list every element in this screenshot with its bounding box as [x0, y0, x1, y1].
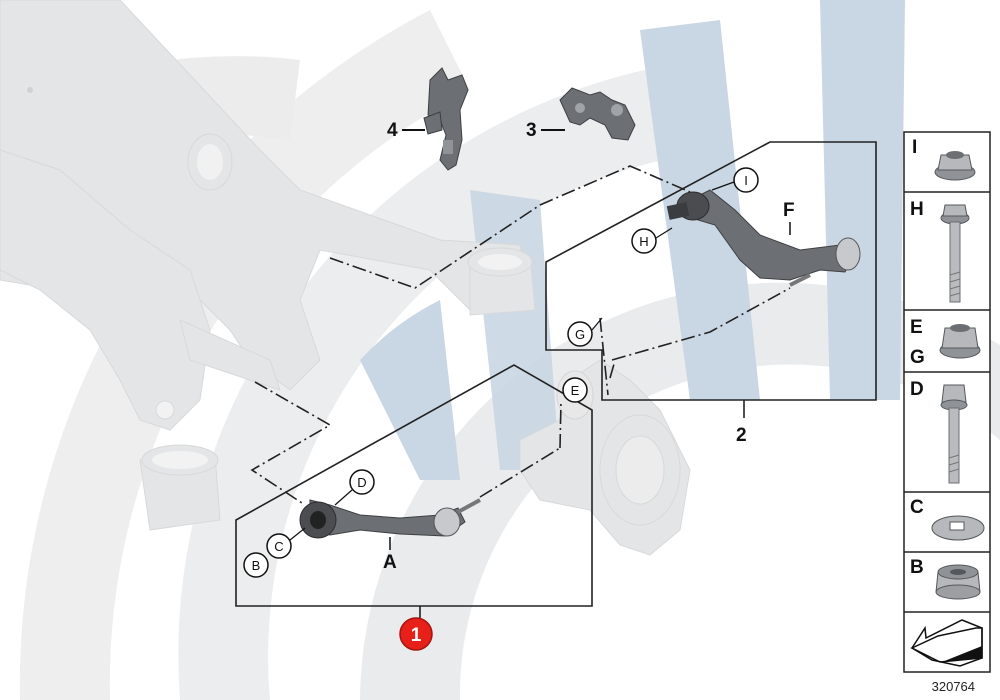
item-1-badge[interactable]: 1: [399, 617, 433, 651]
flange-bolt-icon: [940, 204, 970, 303]
item-4-bracket: [423, 67, 469, 171]
hex-bolt-icon: [940, 384, 968, 484]
callout-G: G: [567, 317, 603, 347]
svg-text:I: I: [744, 173, 748, 188]
callout-B: B: [243, 552, 269, 578]
svg-text:C: C: [274, 539, 283, 554]
key-label-I: I: [912, 137, 917, 158]
rear-subframe: [0, 0, 536, 531]
callout-D: D: [334, 469, 375, 506]
key-label-D: D: [910, 379, 924, 400]
key-label-B: B: [910, 557, 924, 578]
lower-control-arm-A: [299, 498, 481, 539]
key-label-E: E: [910, 317, 923, 338]
item-1-kit-outline: [235, 364, 593, 607]
label-4: 4: [387, 120, 398, 141]
label-A: A: [383, 552, 397, 573]
callout-H: H: [631, 227, 673, 254]
svg-text:B: B: [252, 558, 261, 573]
item-2-kit-outline: [545, 141, 877, 401]
item-labels: 4 3 2 A F: [383, 120, 795, 573]
washer-icon: [931, 515, 985, 541]
lock-nut-icon: [935, 564, 981, 600]
callout-E: E: [562, 377, 588, 403]
key-label-G: G: [910, 347, 925, 368]
item-3-bracket: [559, 87, 636, 141]
hex-nut-icon: [939, 324, 981, 359]
label-2: 2: [736, 425, 747, 446]
key-label-C: C: [910, 497, 924, 518]
fastener-key-panel: I H E G D: [903, 131, 991, 673]
callout-I: I: [711, 167, 759, 193]
key-label-H: H: [910, 199, 924, 220]
reference-number: 320764: [932, 679, 975, 694]
flange-nut-icon: [934, 151, 976, 181]
upper-control-arm-F: [666, 189, 861, 287]
svg-text:D: D: [357, 475, 366, 490]
callout-C: C: [266, 527, 306, 559]
direction-arrow-icon: [910, 619, 983, 667]
svg-text:G: G: [575, 327, 585, 342]
wheel-carrier: [519, 359, 691, 556]
label-F: F: [783, 200, 795, 221]
badge-1-text: 1: [411, 625, 422, 646]
centerlines: [250, 165, 791, 506]
label-3: 3: [526, 120, 537, 141]
svg-text:E: E: [571, 383, 580, 398]
svg-text:H: H: [639, 234, 648, 249]
